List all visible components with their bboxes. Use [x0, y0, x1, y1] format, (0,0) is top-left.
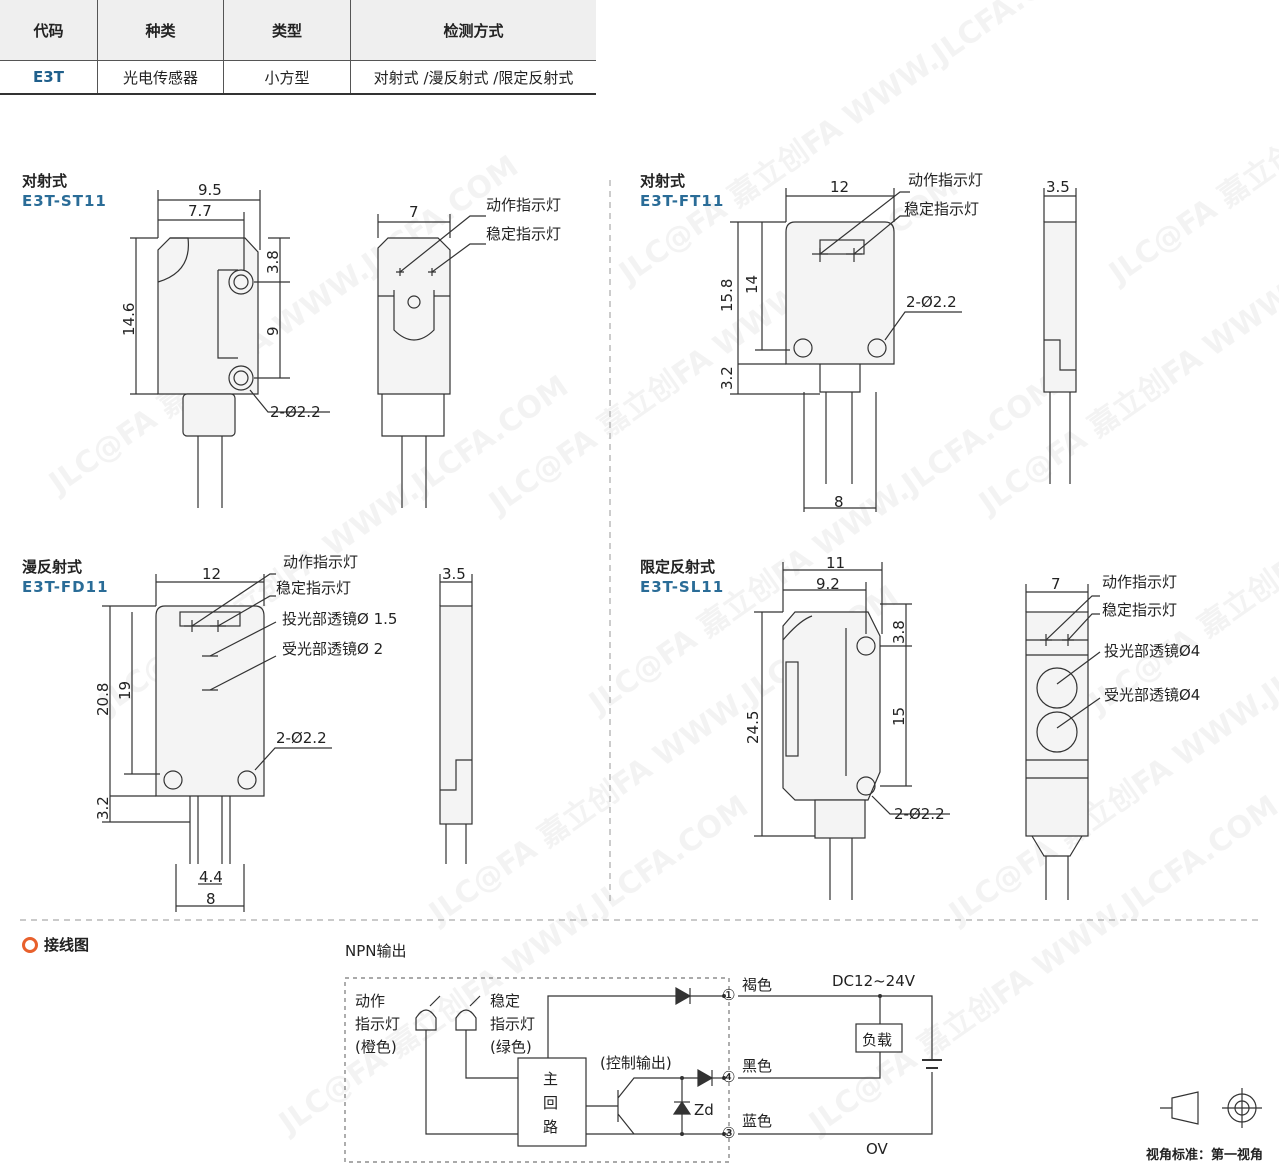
sl11-label-emit: 投光部透镜Ø4	[1104, 642, 1201, 660]
ft11-dim-h-total: 15.8	[718, 278, 736, 312]
main-circuit-3: 路	[543, 1118, 559, 1136]
sl11-side-view	[1025, 584, 1101, 900]
sl11-label-ind1: 动作指示灯	[1102, 573, 1178, 591]
st11-dim-side-w: 7	[409, 203, 419, 221]
st11-dim-w2: 7.7	[188, 202, 212, 220]
header-kind: 种类	[97, 0, 224, 61]
fd11-label-recv: 受光部透镜Ø 2	[282, 640, 384, 658]
ft11-front-view	[730, 188, 962, 512]
sl11-dim-h-top: 3.8	[890, 620, 908, 644]
ft11-code: E3T-FT11	[640, 192, 725, 210]
st11-label-ind1: 动作指示灯	[486, 196, 562, 214]
terminal-1-color: 褐色	[742, 976, 773, 994]
ft11-dim-h-inner: 14	[743, 274, 761, 294]
terminal-1-num: ①	[722, 986, 736, 1004]
terminal-3-num: ③	[722, 1124, 736, 1142]
fd11-label-ind1: 动作指示灯	[283, 553, 359, 571]
st11-title: 对射式	[22, 172, 68, 190]
cell-type: 小方型	[223, 60, 351, 95]
ft11-dim-cable-w: 8	[834, 493, 844, 511]
fd11-title: 漫反射式	[22, 558, 83, 576]
ft11-label-ind1: 动作指示灯	[908, 171, 984, 189]
ft11-hole-label: 2-Ø2.2	[906, 293, 957, 311]
sl11-label-recv: 受光部透镜Ø4	[1104, 686, 1201, 704]
fd11-dim-h-bottom: 3.2	[94, 796, 112, 820]
npn-label: NPN输出	[345, 942, 407, 960]
ft11-label-ind2: 稳定指示灯	[904, 200, 980, 218]
wiring-diagram	[344, 977, 1262, 1163]
st11-label-ind2: 稳定指示灯	[486, 225, 562, 243]
sl11-dim-h-mid: 15	[890, 706, 908, 726]
ind-right-line1: 稳定	[490, 992, 521, 1010]
ind-left-line1: 动作	[355, 992, 386, 1010]
st11-hole-label: 2-Ø2.2	[270, 403, 321, 421]
terminal-4-color: 黑色	[742, 1057, 773, 1075]
terminal-3-color: 蓝色	[742, 1112, 773, 1130]
sl11-title: 限定反射式	[640, 558, 716, 576]
fd11-code: E3T-FD11	[22, 578, 109, 596]
ft11-dim-side-w: 3.5	[1046, 178, 1070, 196]
fd11-side-view	[439, 574, 473, 864]
spec-table: 代码 种类 类型 检测方式 E3T 光电传感器 小方型 对射式 /漫反射式 /限…	[0, 0, 596, 95]
fd11-dim-cable-in: 4.4	[199, 868, 223, 886]
ind-right-line3: (绿色)	[490, 1038, 532, 1056]
supply-label: DC12~24V	[832, 972, 916, 990]
header-method: 检测方式	[350, 0, 596, 61]
fd11-dim-h-inner: 19	[116, 680, 134, 700]
sl11-front-view	[754, 562, 950, 900]
sl11-code: E3T-SL11	[640, 578, 725, 596]
header-type: 类型	[223, 0, 351, 61]
ind-left-line3: (橙色)	[355, 1038, 397, 1056]
wiring-title: 接线图	[22, 934, 89, 955]
sl11-dim-side-w: 7	[1051, 575, 1061, 593]
spec-data-row: E3T 光电传感器 小方型 对射式 /漫反射式 /限定反射式	[0, 60, 596, 95]
main-circuit-1: 主	[543, 1070, 559, 1088]
sl11-dim-h-total: 24.5	[744, 710, 762, 744]
fd11-label-emit: 投光部透镜Ø 1.5	[282, 610, 398, 628]
ind-left-line2: 指示灯	[355, 1015, 401, 1033]
st11-dim-h-top: 3.8	[264, 250, 282, 274]
cell-code: E3T	[0, 60, 98, 95]
sl11-dim-w1: 11	[826, 554, 846, 572]
fd11-hole-label: 2-Ø2.2	[276, 729, 327, 747]
st11-side-view	[377, 214, 486, 508]
ft11-title: 对射式	[640, 172, 686, 190]
st11-code: E3T-ST11	[22, 192, 107, 210]
fd11-front-view	[102, 573, 332, 912]
cell-kind: 光电传感器	[97, 60, 224, 95]
sl11-hole-label: 2-Ø2.2	[894, 805, 945, 823]
st11-dim-h-mid: 9	[264, 326, 282, 336]
main-circuit-2: 回	[543, 1094, 559, 1112]
spec-header-row: 代码 种类 类型 检测方式	[0, 0, 596, 61]
fd11-dim-w: 12	[202, 565, 222, 583]
ft11-dim-w: 12	[830, 178, 850, 196]
header-code: 代码	[0, 0, 98, 61]
view-standard-label: 视角标准：第一视角	[1146, 1148, 1264, 1163]
cell-method: 对射式 /漫反射式 /限定反射式	[350, 60, 596, 95]
ft11-side-view	[1043, 188, 1077, 484]
terminal-4-num: ④	[722, 1068, 736, 1086]
fd11-dim-h-total: 20.8	[94, 682, 112, 716]
fd11-dim-cable-w: 8	[206, 890, 216, 908]
load-label: 负载	[862, 1031, 893, 1049]
st11-dim-h-total: 14.6	[120, 302, 138, 336]
circle-bullet-icon	[22, 936, 38, 953]
zener-label: Zd	[694, 1101, 714, 1119]
ov-label: OV	[866, 1140, 888, 1158]
st11-dim-w1: 9.5	[198, 181, 222, 199]
wiring-title-text: 接线图	[44, 936, 90, 954]
st11-front-view	[130, 190, 330, 508]
fd11-label-ind2: 稳定指示灯	[276, 579, 352, 597]
control-output-label: (控制输出)	[600, 1054, 672, 1072]
ind-right-line2: 指示灯	[490, 1015, 536, 1033]
sl11-label-ind2: 稳定指示灯	[1102, 601, 1178, 619]
ft11-dim-h-bottom: 3.2	[718, 366, 736, 390]
fd11-dim-side-w: 3.5	[442, 565, 466, 583]
sl11-dim-w2: 9.2	[816, 575, 840, 593]
